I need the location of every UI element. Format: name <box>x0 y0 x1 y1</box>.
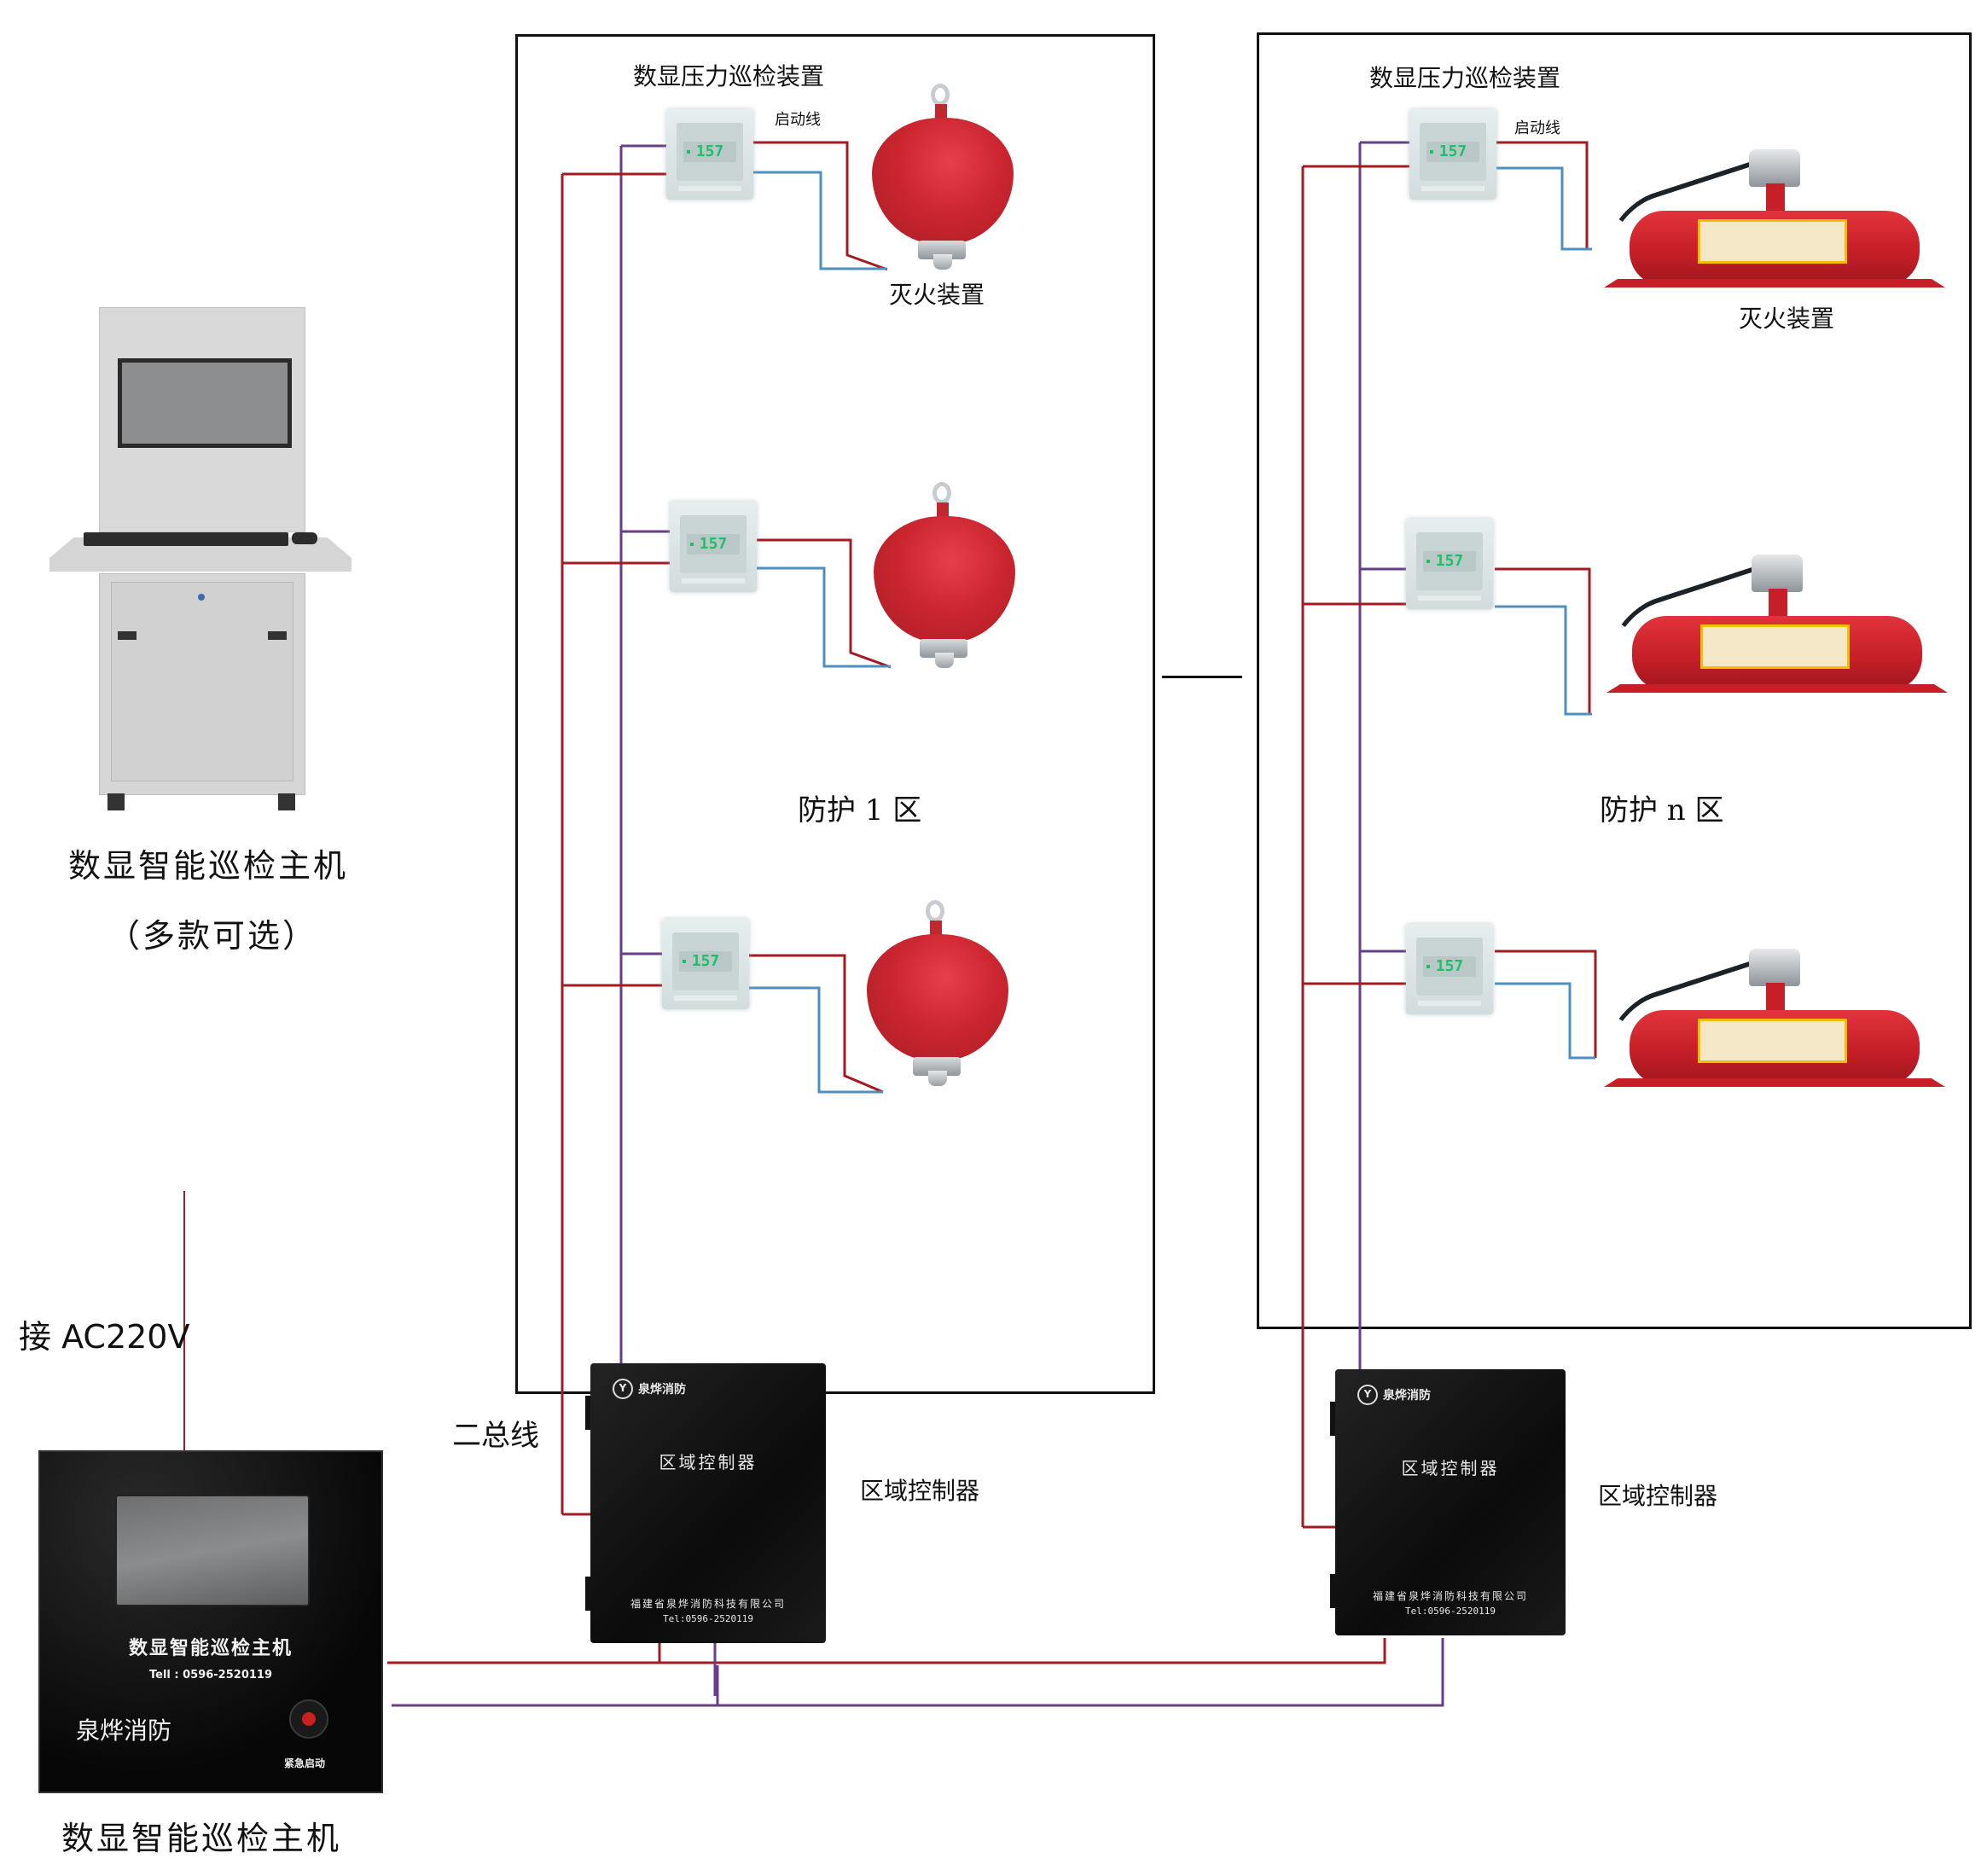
two-wire-bus-purple <box>392 1638 1444 1707</box>
pressure-readout: 157 <box>683 142 736 162</box>
console-monitor <box>118 358 292 448</box>
zone1-start-line-3 <box>749 954 884 1094</box>
zonen-title: 防护 n 区 <box>1600 793 1724 828</box>
zonen-extinguisher-label: 灭火装置 <box>1739 305 1835 333</box>
zonen-start-line-3 <box>1495 950 1597 1058</box>
zonen-pressure-device-2: 157 <box>1406 519 1493 609</box>
pressure-readout: 157 <box>679 951 732 972</box>
lcd-indicator-dot <box>1426 560 1430 563</box>
host-panel-brand: 泉烨消防 <box>76 1716 172 1745</box>
console-caption: 数显智能巡检主机 <box>68 847 349 885</box>
zone-controller-1-caption: 区域控制器 <box>860 1477 980 1505</box>
pressure-readout: 157 <box>687 534 740 555</box>
zone1-sphere-extinguisher-3 <box>867 900 1008 1086</box>
host-screen <box>115 1495 310 1606</box>
zonen-pressure-device-3: 157 <box>1406 924 1493 1014</box>
zone-separator-dash <box>1162 676 1242 678</box>
lcd-indicator-dot <box>683 960 686 963</box>
host-panel-tel: Tell : 0596-2520119 <box>148 1669 272 1681</box>
controller-tel: Tel:0596-2520119 <box>663 1613 753 1624</box>
pressure-readout: 157 <box>1423 956 1476 977</box>
lcd-indicator-dot <box>1430 150 1433 154</box>
zone1-start-line-2 <box>757 538 892 669</box>
controller-company: 福建省泉烨消防科技有限公司 <box>630 1598 786 1610</box>
zonen-tank-extinguisher-2 <box>1606 555 1948 708</box>
lcd-indicator-dot <box>1426 965 1430 968</box>
pressure-readout: 157 <box>1423 551 1476 572</box>
zonen-pressure-device-1: 157 <box>1409 109 1496 200</box>
zone1-start-line-1 <box>753 141 888 271</box>
keyboard-icon <box>84 532 288 546</box>
lock-icon <box>198 594 205 601</box>
zone1-feedback-line-2 <box>757 566 891 668</box>
zone-controller-2-caption: 区域控制器 <box>1598 1482 1718 1510</box>
zonen-feedback-line-3 <box>1495 982 1595 1060</box>
two-wire-bus-red <box>387 1638 1386 1664</box>
controller-tel: Tel:0596-2520119 <box>1405 1606 1496 1617</box>
emergency-start-button[interactable] <box>289 1699 328 1739</box>
controller-company: 福建省泉烨消防科技有限公司 <box>1372 1590 1528 1602</box>
zone1-pressure-device-1: 157 <box>666 109 753 200</box>
power-label: 接 AC220V <box>19 1318 190 1356</box>
lcd-indicator-dot <box>690 543 694 546</box>
console-subcaption: （多款可选） <box>107 917 318 955</box>
zonen-tank-extinguisher-1 <box>1604 149 1945 303</box>
controller-panel-title: 区域控制器 <box>1401 1458 1500 1478</box>
zonen-start-line-1 <box>1496 141 1589 249</box>
zone1-pressure-device-2: 157 <box>670 502 757 592</box>
host-panel-title: 数显智能巡检主机 <box>128 1637 293 1659</box>
zone1-sphere-extinguisher-2 <box>874 482 1015 668</box>
pressure-readout: 157 <box>1426 142 1479 162</box>
zonen-feedback-line-2 <box>1495 605 1592 716</box>
zone1-feedback-line-3 <box>749 986 883 1094</box>
zonen-start-line-label: 启动线 <box>1514 119 1560 137</box>
zone1-title: 防护 1 区 <box>798 793 922 828</box>
lcd-indicator-dot <box>687 150 690 154</box>
zonen-tank-extinguisher-3 <box>1604 949 1945 1102</box>
zonen-start-line-2 <box>1495 567 1591 714</box>
zone1-pressure-device-3: 157 <box>662 919 749 1009</box>
emergency-start-label: 紧急启动 <box>284 1757 326 1769</box>
zone1-pressure-device-title: 数显压力巡检装置 <box>633 62 825 90</box>
zone1-feedback-line-1 <box>753 171 887 270</box>
zonen-feedback-line-1 <box>1496 166 1592 251</box>
controller-panel-title: 区域控制器 <box>659 1452 758 1472</box>
mouse-icon <box>292 532 317 544</box>
zone1-sphere-extinguisher-1 <box>872 84 1014 270</box>
host-caption: 数显智能巡检主机 <box>61 1820 342 1857</box>
inspection-console-cabinet <box>49 307 352 810</box>
zone1-extinguisher-label: 灭火装置 <box>889 281 985 309</box>
inspection-host-panel: 数显智能巡检主机 Tell : 0596-2520119 泉烨消防 紧急启动 <box>38 1450 383 1793</box>
zonen-pressure-device-title: 数显压力巡检装置 <box>1369 64 1561 92</box>
two-wire-bus-label: 二总线 <box>452 1419 539 1453</box>
zone1-start-line-label: 启动线 <box>775 111 821 129</box>
